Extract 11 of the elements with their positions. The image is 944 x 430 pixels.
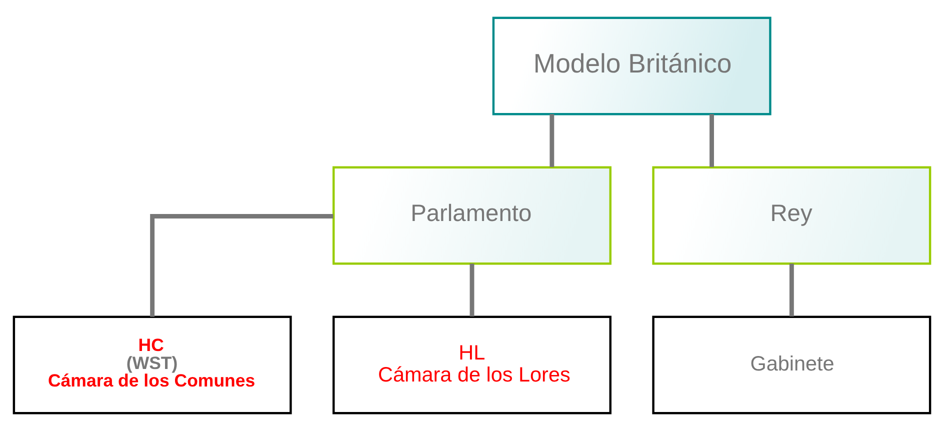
node-box: Parlamento (332, 166, 612, 264)
connector (710, 114, 714, 166)
node-box: HC (WST) Cámara de los Comunes (12, 315, 292, 414)
node-box: Rey (652, 166, 932, 264)
node-box: Modelo Británico (492, 16, 772, 115)
node-box: Gabinete (652, 315, 932, 414)
node-box: HL Cámara de los Lores (332, 315, 612, 414)
connector (550, 114, 554, 166)
connector (470, 263, 474, 316)
connector (150, 214, 334, 316)
connector (789, 263, 794, 316)
